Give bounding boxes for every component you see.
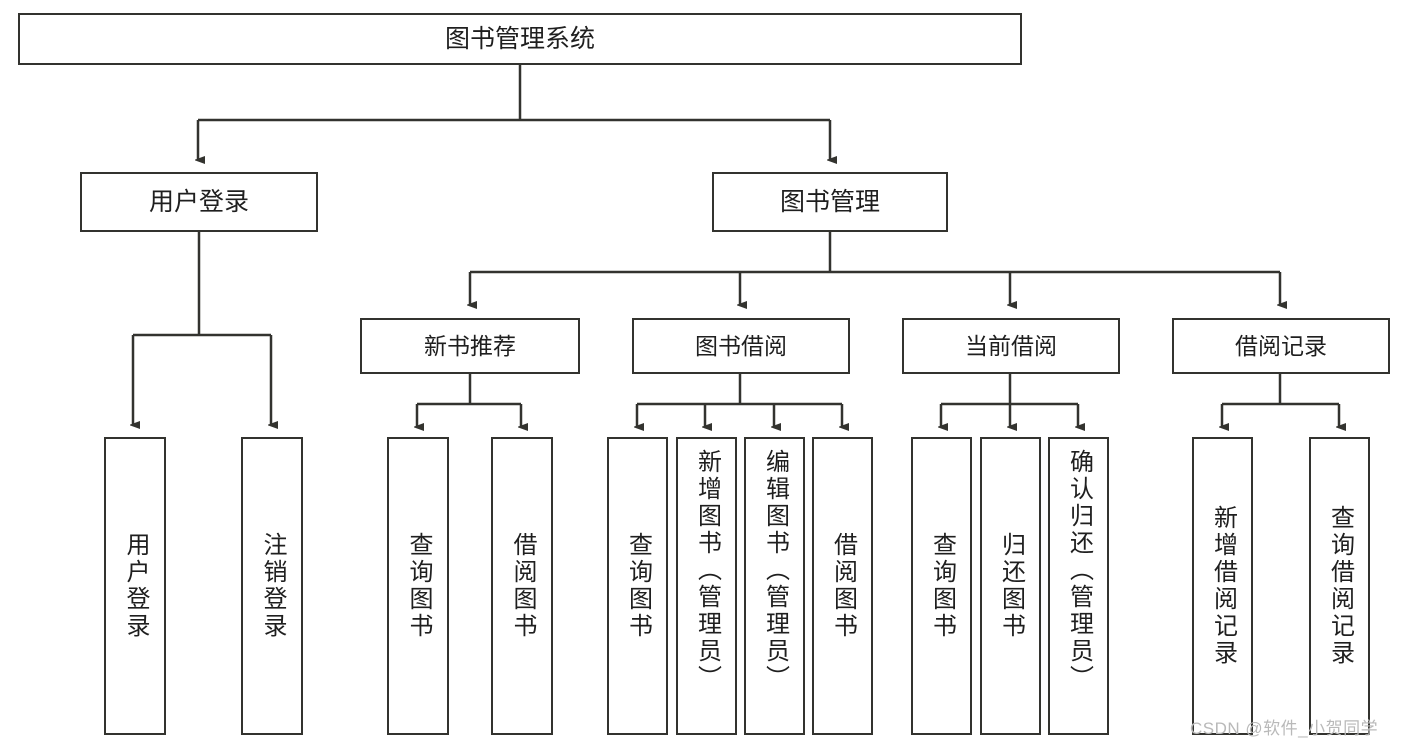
leaf-borrow-borrow-book-label: 借阅图书 (829, 532, 857, 640)
leaf-borrow-edit-book[interactable]: 编辑图书（管理员） (744, 437, 805, 735)
leaf-current-confirm-return[interactable]: 确认归还（管理员） (1048, 437, 1109, 735)
leaf-user-logout[interactable]: 注销登录 (241, 437, 303, 735)
node-book-management[interactable]: 图书管理 (712, 172, 948, 232)
node-current-borrow[interactable]: 当前借阅 (902, 318, 1120, 374)
csdn-watermark: CSDN @软件_小贺同学 (1190, 719, 1379, 738)
node-book-management-label: 图书管理 (779, 187, 880, 216)
node-user-login[interactable]: 用户登录 (80, 172, 318, 232)
leaf-borrow-borrow-book[interactable]: 借阅图书 (812, 437, 873, 735)
leaf-borrow-query-book[interactable]: 查询图书 (607, 437, 668, 735)
leaf-user-logout-label: 注销登录 (259, 532, 286, 640)
leaf-user-login[interactable]: 用户登录 (104, 437, 166, 735)
node-borrow-record[interactable]: 借阅记录 (1172, 318, 1390, 374)
leaf-user-login-label: 用户登录 (122, 532, 149, 640)
leaf-current-confirm-return-label: 确认归还（管理员） (1065, 449, 1093, 692)
leaf-current-return-book-label: 归还图书 (997, 532, 1025, 640)
node-book-borrow[interactable]: 图书借阅 (632, 318, 850, 374)
leaf-borrow-add-book[interactable]: 新增图书（管理员） (676, 437, 737, 735)
node-new-book-recommend[interactable]: 新书推荐 (360, 318, 580, 374)
leaf-current-return-book[interactable]: 归还图书 (980, 437, 1041, 735)
leaf-new-book-query[interactable]: 查询图书 (387, 437, 449, 735)
node-root-label: 图书管理系统 (444, 24, 595, 53)
node-root-system[interactable]: 图书管理系统 (18, 13, 1022, 65)
node-book-borrow-label: 图书借阅 (695, 332, 787, 359)
leaf-borrow-add-book-label: 新增图书（管理员） (693, 449, 721, 692)
node-new-book-recommend-label: 新书推荐 (424, 332, 516, 359)
node-borrow-record-label: 借阅记录 (1235, 332, 1327, 359)
leaf-borrow-edit-book-label: 编辑图书（管理员） (761, 449, 789, 692)
leaf-record-add-label: 新增借阅记录 (1209, 505, 1237, 667)
leaf-borrow-query-book-label: 查询图书 (624, 532, 652, 640)
leaf-current-query-book[interactable]: 查询图书 (911, 437, 972, 735)
leaf-record-query-label: 查询借阅记录 (1326, 505, 1354, 667)
leaf-record-query[interactable]: 查询借阅记录 (1309, 437, 1370, 735)
leaf-record-add[interactable]: 新增借阅记录 (1192, 437, 1253, 735)
node-user-login-label: 用户登录 (148, 187, 249, 216)
leaf-new-book-borrow[interactable]: 借阅图书 (491, 437, 553, 735)
leaf-new-book-borrow-label: 借阅图书 (509, 532, 536, 640)
node-current-borrow-label: 当前借阅 (965, 332, 1057, 359)
leaf-current-query-book-label: 查询图书 (928, 532, 956, 640)
leaf-new-book-query-label: 查询图书 (405, 532, 432, 640)
